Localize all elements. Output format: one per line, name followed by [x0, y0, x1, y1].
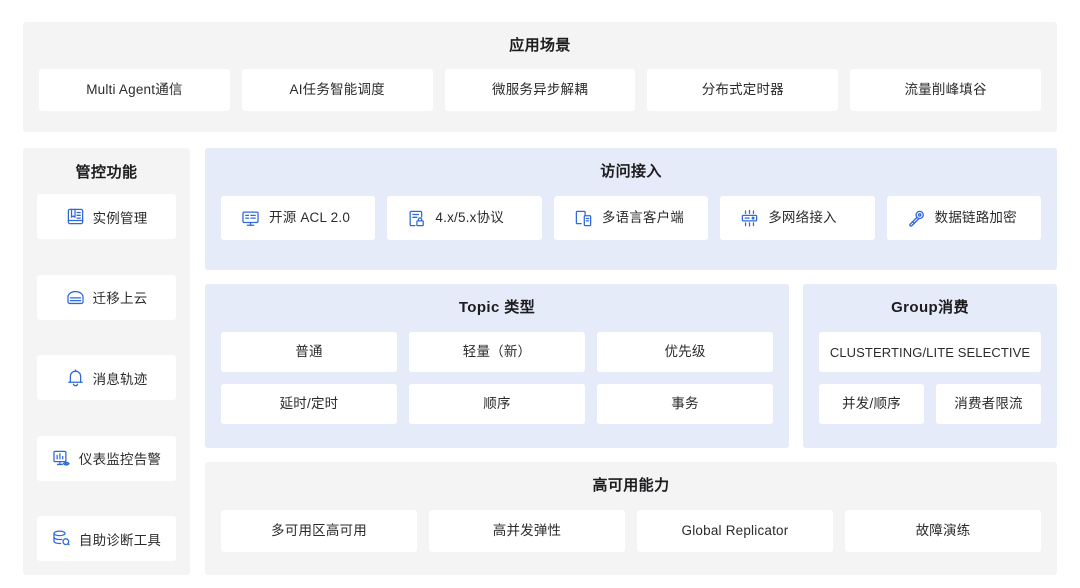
access-chip-label: 开源 ACL 2.0	[269, 210, 351, 226]
topic-chip-ordered[interactable]: 顺序	[409, 384, 585, 424]
scenario-chip-multi-agent[interactable]: Multi Agent通信	[39, 69, 230, 111]
access-chip-acl[interactable]: 开源 ACL 2.0	[221, 196, 376, 240]
right-column: 访问接入 开源 ACL 2.0	[205, 148, 1057, 575]
data-encryption-key-icon	[907, 209, 926, 228]
access-chip-label: 多网络接入	[768, 210, 837, 226]
cloud-migration-icon	[66, 288, 85, 307]
dashboard-monitor-icon	[52, 449, 71, 468]
sidebar-item-label: 仪表监控告警	[78, 452, 162, 467]
scenario-chip-microservice-decoupling[interactable]: 微服务异步解耦	[444, 69, 636, 111]
management-sidebar: 管控功能 实例管理	[23, 148, 190, 575]
topic-type-panel: Topic 类型 普通 轻量（新） 优先级 延时/定时 顺序 事务	[205, 284, 789, 448]
group-consumption-panel: Group消费 CLUSTERTING/LITE SELECTIVE 并发/顺序…	[803, 284, 1057, 448]
access-chip-multi-language-client[interactable]: 多语言客户端	[553, 196, 709, 240]
group-chip-concurrent-ordered[interactable]: 并发/顺序	[819, 384, 924, 424]
topic-chip-transaction[interactable]: 事务	[597, 384, 773, 424]
sidebar-item-cloud-migration[interactable]: 迁移上云	[37, 274, 176, 320]
sidebar-title: 管控功能	[75, 164, 138, 181]
access-chip-label: 4.x/5.x协议	[435, 210, 504, 226]
access-chip-data-encryption[interactable]: 数据链路加密	[886, 196, 1042, 240]
ha-chip-multi-az[interactable]: 多可用区高可用	[221, 510, 417, 552]
body-wrapper: 管控功能 实例管理	[23, 148, 1057, 575]
sidebar-item-label: 迁移上云	[92, 291, 148, 306]
high-availability-title: 高可用能力	[592, 477, 670, 494]
access-chip-label: 多语言客户端	[601, 210, 685, 226]
group-chip-consumer-throttling[interactable]: 消费者限流	[936, 384, 1041, 424]
access-chip-network-access[interactable]: 多网络接入	[720, 196, 875, 240]
sidebar-list: 实例管理 迁移上云	[37, 194, 176, 561]
access-chip-row: 开源 ACL 2.0 4.x/5.x协议	[221, 196, 1042, 240]
access-chip-protocol[interactable]: 4.x/5.x协议	[387, 196, 542, 240]
bell-trace-icon	[66, 368, 85, 387]
scenarios-title: 应用场景	[509, 37, 571, 54]
access-panel: 访问接入 开源 ACL 2.0	[205, 148, 1057, 270]
high-availability-panel: 高可用能力 多可用区高可用 高并发弹性 Global Replicator 故障…	[205, 462, 1057, 575]
high-availability-chip-row: 多可用区高可用 高并发弹性 Global Replicator 故障演练	[221, 510, 1041, 552]
instance-management-icon	[66, 207, 85, 226]
protocol-lock-icon	[407, 209, 426, 228]
scenarios-panel: 应用场景 Multi Agent通信 AI任务智能调度 微服务异步解耦 分布式定…	[23, 22, 1057, 132]
access-title: 访问接入	[600, 163, 662, 180]
sidebar-item-label: 实例管理	[92, 210, 148, 226]
group-title: Group消费	[891, 299, 969, 316]
scenarios-chip-row: Multi Agent通信 AI任务智能调度 微服务异步解耦 分布式定时器 流量…	[39, 69, 1041, 111]
ha-chip-global-replicator[interactable]: Global Replicator	[637, 510, 833, 552]
middle-row: Topic 类型 普通 轻量（新） 优先级 延时/定时 顺序 事务 Group消…	[205, 284, 1057, 448]
acl-terminal-icon	[241, 209, 260, 228]
topic-chip-normal[interactable]: 普通	[221, 332, 397, 372]
topic-chip-row-1: 普通 轻量（新） 优先级	[221, 332, 773, 372]
topic-title: Topic 类型	[458, 299, 536, 316]
group-chip-row-1: CLUSTERTING/LITE SELECTIVE	[819, 332, 1041, 372]
ha-chip-high-concurrency-elasticity[interactable]: 高并发弹性	[429, 510, 625, 552]
diagnostic-tool-icon	[52, 529, 71, 548]
scenario-chip-ai-task-scheduling[interactable]: AI任务智能调度	[241, 69, 433, 111]
scenario-chip-traffic-shaping[interactable]: 流量削峰填谷	[850, 69, 1041, 111]
multi-language-client-icon	[574, 209, 593, 228]
sidebar-item-label: 自助诊断工具	[78, 532, 162, 548]
sidebar-item-diagnostic-tool[interactable]: 自助诊断工具	[37, 516, 176, 561]
topic-chip-priority[interactable]: 优先级	[597, 332, 773, 372]
sidebar-item-dashboard-alert[interactable]: 仪表监控告警	[37, 435, 176, 481]
network-access-icon	[740, 209, 759, 228]
topic-chip-lightweight[interactable]: 轻量（新）	[409, 332, 585, 372]
access-chip-label: 数据链路加密	[934, 210, 1017, 226]
sidebar-item-instance-management[interactable]: 实例管理	[37, 194, 176, 239]
group-chip-row-2: 并发/顺序 消费者限流	[819, 384, 1041, 424]
topic-chip-delay-timed[interactable]: 延时/定时	[221, 384, 397, 424]
topic-chip-row-2: 延时/定时 顺序 事务	[221, 384, 773, 424]
sidebar-item-message-trace[interactable]: 消息轨迹	[37, 355, 176, 400]
scenario-chip-distributed-timer[interactable]: 分布式定时器	[647, 69, 839, 111]
ha-chip-fault-drill[interactable]: 故障演练	[845, 510, 1041, 552]
group-chip-clustering-lite-selective[interactable]: CLUSTERTING/LITE SELECTIVE	[819, 332, 1041, 372]
sidebar-item-label: 消息轨迹	[92, 371, 148, 387]
